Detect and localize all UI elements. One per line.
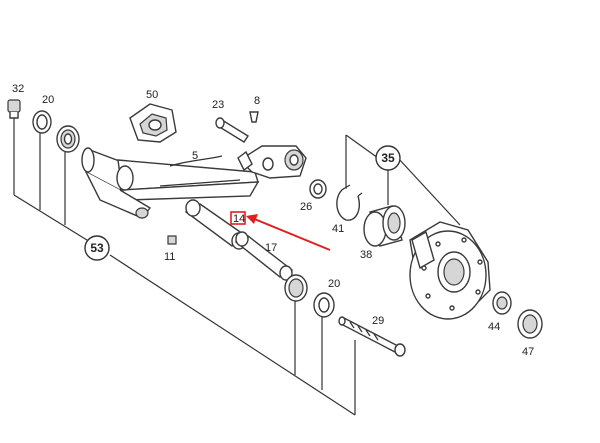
label-14: 14 (233, 213, 245, 225)
label-44: 44 (488, 321, 500, 333)
group-53-label: 53 (90, 241, 104, 255)
label-11: 11 (164, 251, 175, 263)
label-41: 41 (332, 223, 344, 235)
label-20-bottom: 20 (328, 278, 340, 290)
label-8: 8 (254, 95, 260, 107)
part-26-washer (309, 179, 327, 199)
group-53-marker: 53 (84, 235, 110, 261)
part-29-bolt (338, 316, 406, 357)
label-5: 5 (192, 150, 198, 162)
highlight-arrow (251, 217, 331, 251)
part-32-bolt (7, 99, 21, 119)
part-50-mount (129, 103, 177, 143)
label-47: 47 (522, 346, 534, 358)
label-17: 17 (265, 242, 277, 254)
part-23-pin (215, 117, 249, 143)
knuckle-bracket (237, 145, 307, 179)
part-8-nipple (249, 111, 259, 123)
part-20-seal-bottom (313, 292, 335, 318)
highlight-box (230, 211, 246, 225)
part-11-fitting (167, 235, 177, 245)
part-41-circlip (336, 184, 363, 221)
label-20-top: 20 (42, 94, 54, 106)
group-53-leaders (13, 115, 356, 416)
label-38: 38 (360, 249, 372, 261)
part-38-wheel-bearing (363, 205, 406, 247)
part-17-sleeve (234, 231, 294, 281)
highlight-part-14[interactable]: 14 (230, 211, 331, 251)
part-20-seal-top (32, 110, 52, 134)
part-47-dust-cap (517, 309, 543, 339)
label-26: 26 (300, 201, 312, 213)
part-44-nut (492, 291, 512, 315)
label-29: 29 (372, 315, 384, 327)
lower-bearing (284, 274, 308, 302)
label-50: 50 (146, 89, 158, 101)
trailing-arm-assembly (81, 147, 260, 219)
highlight-arrow-head (246, 214, 258, 224)
group-35-marker: 35 (375, 145, 401, 171)
bearing-top-left (56, 125, 80, 153)
wheel-hub (409, 221, 491, 320)
label-23: 23 (212, 99, 224, 111)
label-32: 32 (12, 83, 24, 95)
hub-bolt-holes (421, 237, 483, 311)
group-35-leaders (345, 134, 461, 226)
group-35-label: 35 (381, 151, 395, 165)
